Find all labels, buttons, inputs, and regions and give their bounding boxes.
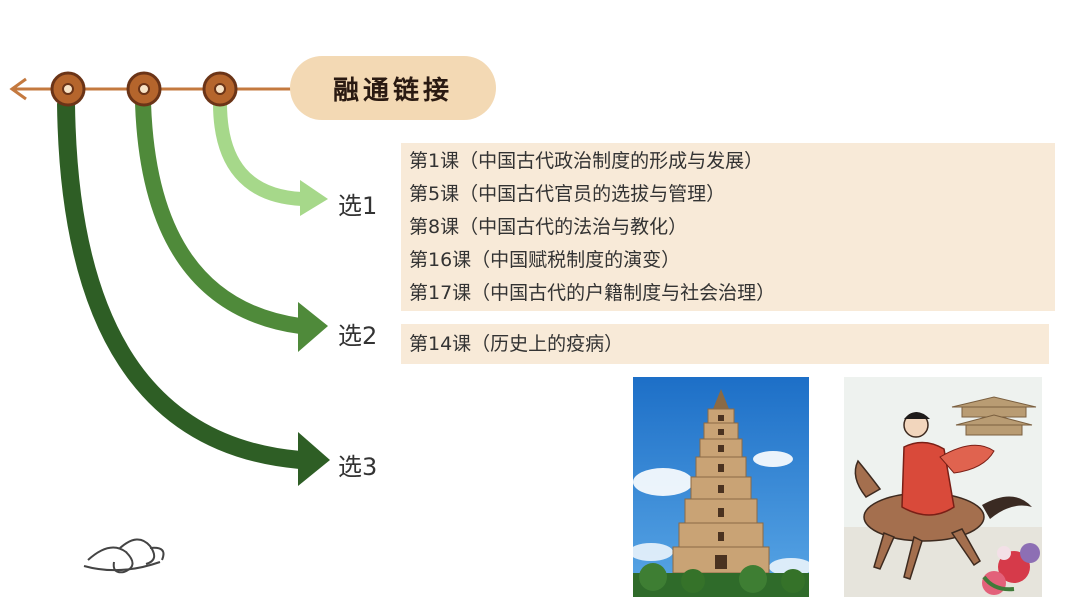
lesson-box-select1 [401, 143, 1055, 311]
pagoda-photo [633, 377, 809, 597]
arrow-to-select2 [135, 102, 302, 334]
lesson-item: 第1课（中国古代政治制度的形成与发展） [409, 150, 764, 172]
select-3-label: 选3 [338, 453, 378, 481]
arrow-head-select1 [300, 180, 328, 216]
timeline-arrowhead [9, 77, 27, 101]
lesson-box-select2 [401, 324, 1049, 364]
node-3 [202, 71, 238, 107]
lesson-item: 第5课（中国古代官员的选拔与管理） [409, 183, 726, 205]
arrow-to-select3 [57, 102, 301, 469]
node-1 [50, 71, 86, 107]
arrow-to-select1 [213, 102, 303, 206]
select-2-label: 选2 [338, 322, 378, 350]
arrow-head-select2 [298, 302, 328, 352]
lesson-item: 第16课（中国赋税制度的演变） [409, 249, 681, 271]
cloud-ornament-icon [83, 538, 165, 574]
lesson-item: 第17课（中国古代的户籍制度与社会治理） [409, 282, 776, 304]
arrow-head-select3 [298, 432, 330, 486]
lesson-item: 第8课（中国古代的法治与教化） [409, 216, 688, 238]
select-1-label: 选1 [338, 192, 378, 220]
node-2 [126, 71, 162, 107]
horseman-painting [844, 377, 1042, 597]
title-pill: 融通链接 [290, 56, 496, 120]
lesson-item: 第14课（历史上的疫病） [409, 333, 624, 355]
